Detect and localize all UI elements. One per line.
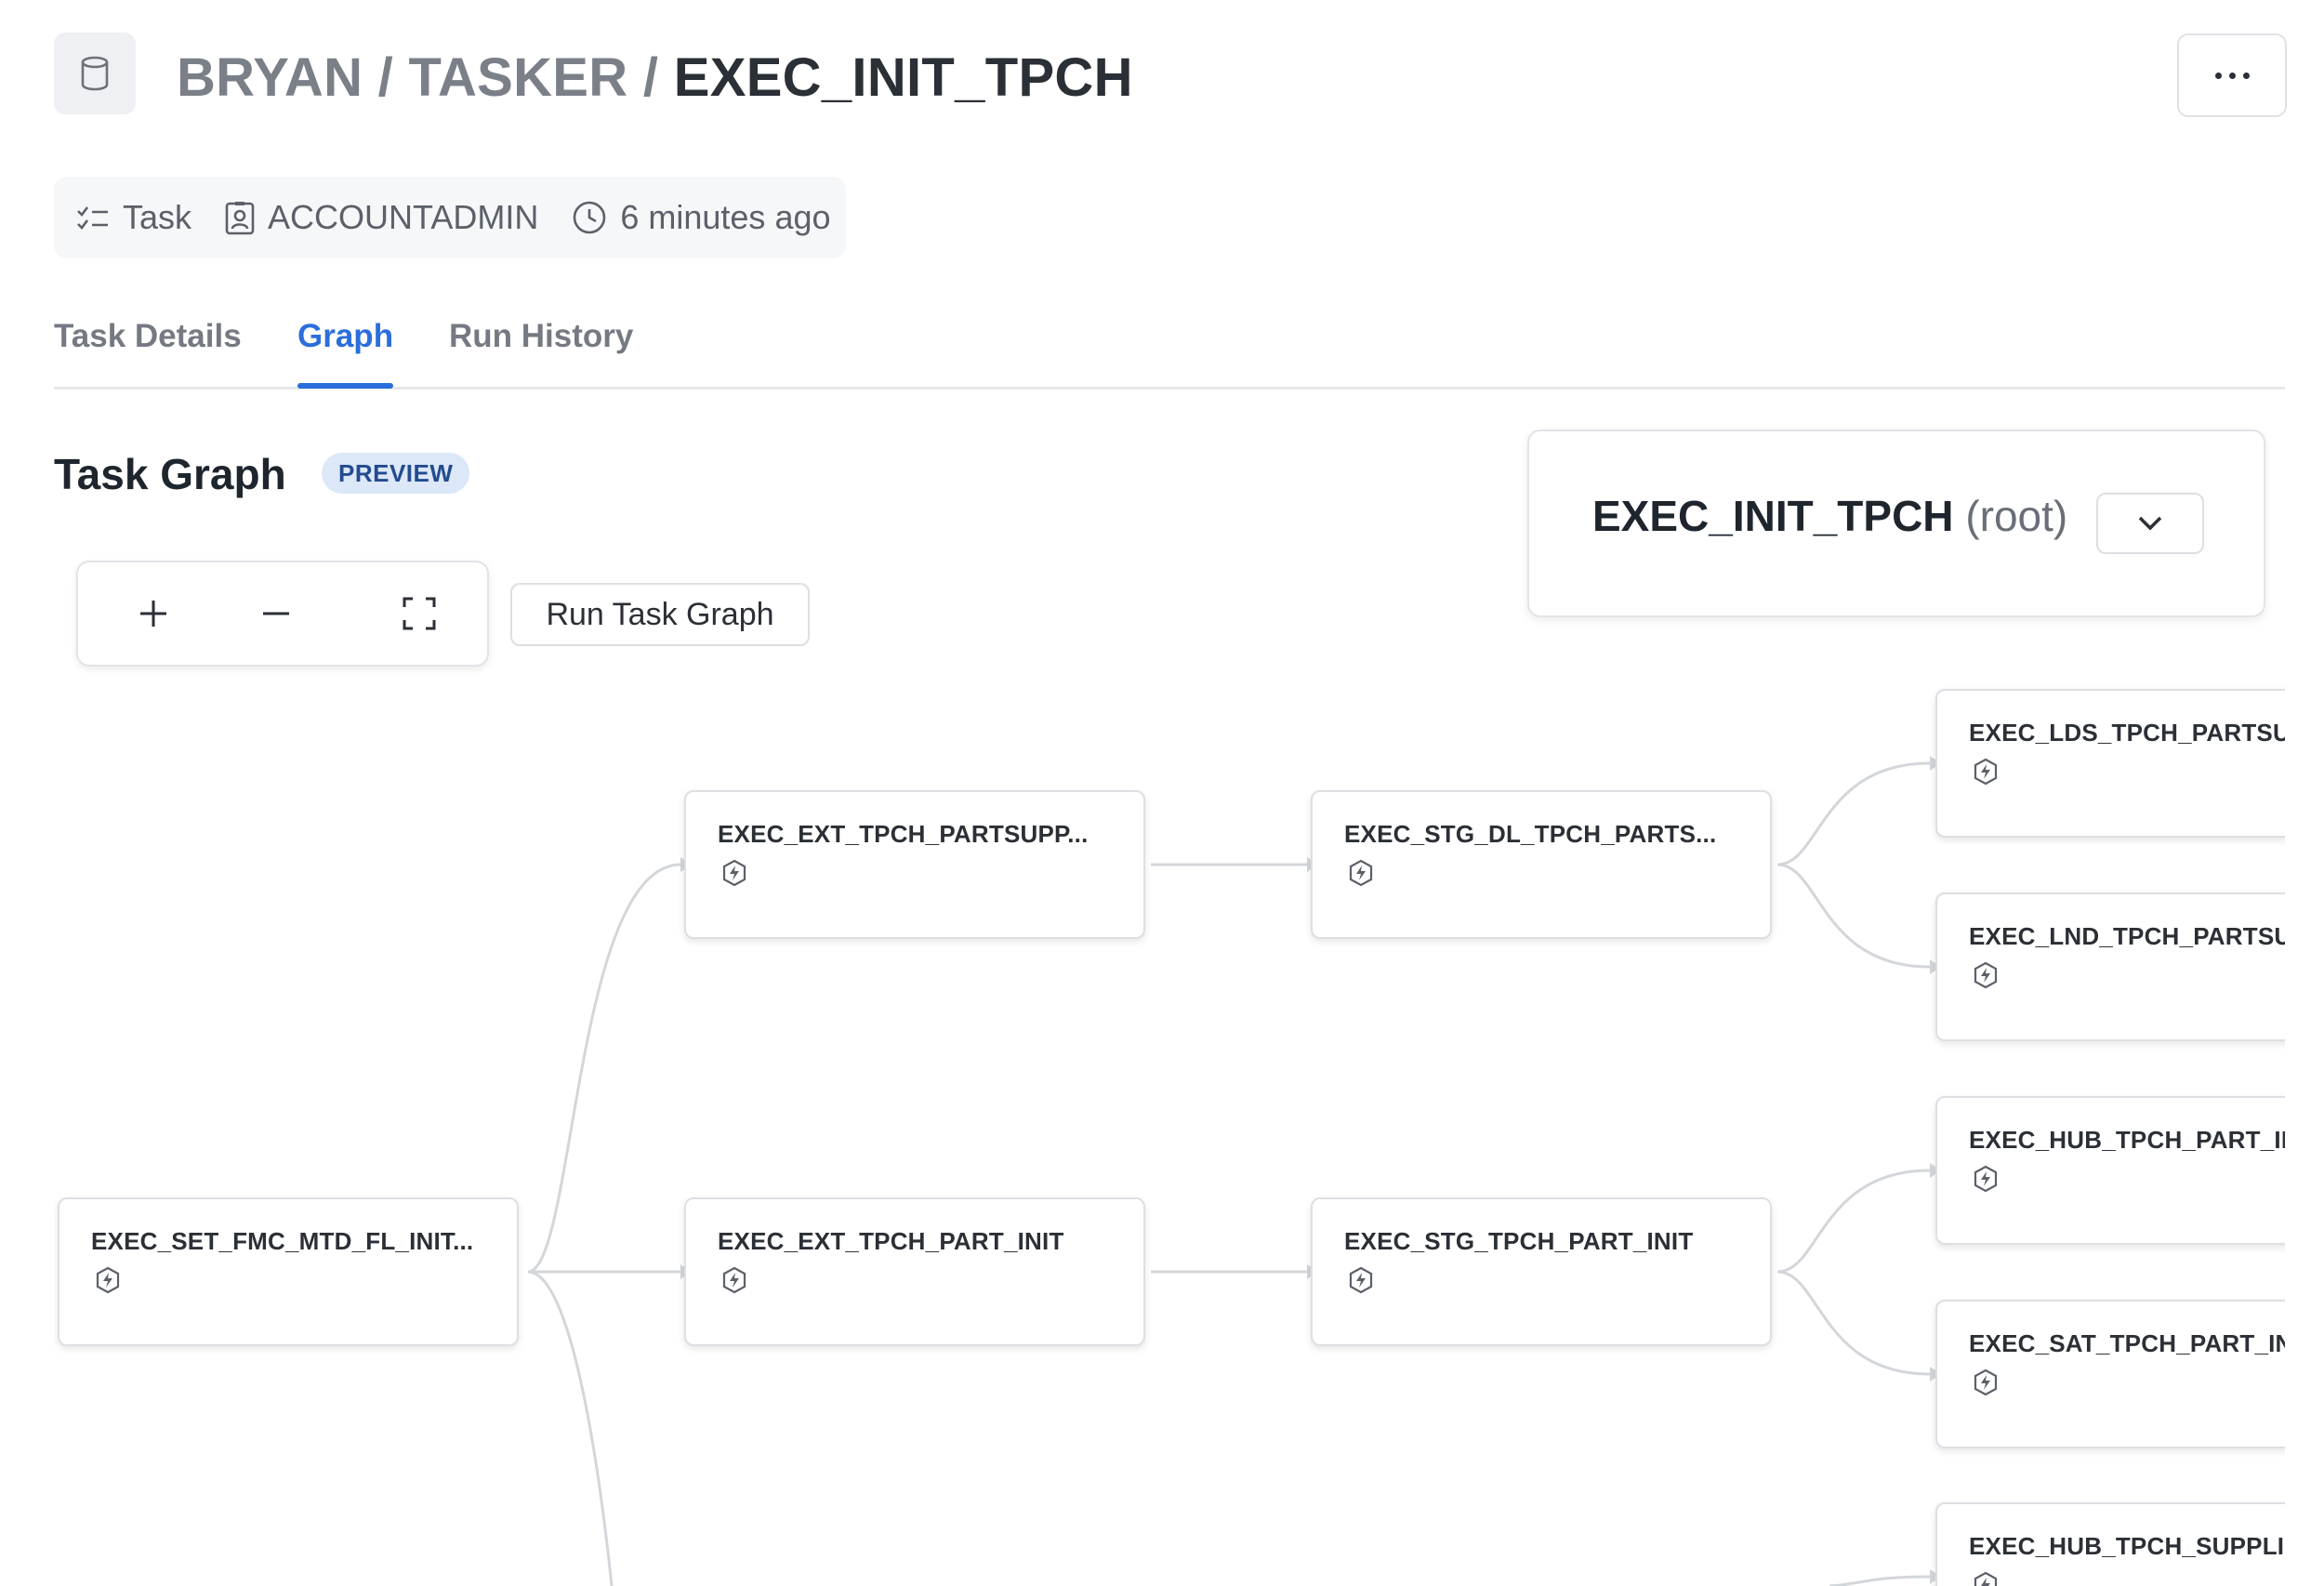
breadcrumb-schema[interactable]: TASKER bbox=[408, 46, 628, 108]
root-task-dropdown-button[interactable] bbox=[2096, 493, 2204, 554]
task-node[interactable]: EXEC_LND_TPCH_PARTSUPP bbox=[1935, 892, 2285, 1041]
meta-modified: 6 minutes ago bbox=[572, 198, 831, 237]
task-node[interactable]: EXEC_LDS_TPCH_PARTSUPP bbox=[1935, 689, 2285, 838]
section-title: Task Graph bbox=[54, 450, 286, 498]
root-suffix: (root) bbox=[1965, 492, 2068, 540]
bolt-hexagon-icon bbox=[1974, 961, 1998, 989]
tab-task-details[interactable]: Task Details bbox=[54, 318, 242, 354]
object-meta-bar: Task ACCOUNTADMIN 6 minutes ago bbox=[54, 177, 846, 258]
bolt-hexagon-icon bbox=[1974, 1571, 1998, 1586]
meta-owner-label: ACCOUNTADMIN bbox=[268, 198, 539, 236]
bolt-hexagon-icon bbox=[1349, 1266, 1373, 1294]
meta-type-label: Task bbox=[123, 198, 192, 236]
bolt-hexagon-icon bbox=[1974, 1165, 1998, 1193]
bolt-hexagon-icon bbox=[722, 859, 746, 887]
task-node[interactable]: EXEC_EXT_TPCH_PART_INIT bbox=[684, 1197, 1145, 1346]
tab-run-history[interactable]: Run History bbox=[449, 318, 634, 354]
more-dots-icon bbox=[2214, 72, 2222, 79]
task-node-label: EXEC_LND_TPCH_PARTSUPP bbox=[1969, 922, 2285, 950]
task-node-label: EXEC_STG_TPCH_PART_INIT bbox=[1344, 1227, 1694, 1255]
meta-modified-label: 6 minutes ago bbox=[620, 198, 831, 236]
bolt-hexagon-icon bbox=[1974, 1368, 1998, 1396]
bolt-hexagon-icon bbox=[96, 1266, 120, 1294]
root-task-label: EXEC_INIT_TPCH bbox=[1592, 492, 1954, 540]
bolt-hexagon-icon bbox=[1349, 859, 1373, 887]
task-graph-canvas[interactable]: EXEC_SET_FMC_MTD_FL_INIT... EXEC_EXT_TPC… bbox=[54, 679, 2285, 1586]
clock-icon bbox=[574, 201, 606, 234]
run-task-graph-button[interactable]: Run Task Graph bbox=[510, 583, 810, 646]
more-dots-icon bbox=[2242, 72, 2250, 79]
task-node[interactable]: EXEC_EXT_TPCH_PARTSUPP... bbox=[684, 790, 1145, 939]
task-node-label: EXEC_STG_DL_TPCH_PARTS... bbox=[1344, 820, 1717, 848]
root-task-selector: EXEC_INIT_TPCH (root) bbox=[1527, 430, 2265, 617]
more-options-button[interactable] bbox=[2177, 33, 2287, 117]
task-node[interactable]: EXEC_STG_DL_TPCH_PARTS... bbox=[1311, 790, 1772, 939]
breadcrumb-separator: / bbox=[363, 46, 409, 108]
breadcrumb-database[interactable]: BRYAN bbox=[177, 46, 363, 108]
task-list-icon bbox=[77, 206, 108, 230]
database-icon bbox=[81, 56, 109, 91]
zoom-controls bbox=[76, 561, 489, 667]
task-node[interactable]: EXEC_SET_FMC_MTD_FL_INIT... bbox=[58, 1197, 519, 1346]
task-node-label: EXEC_EXT_TPCH_PART_INIT bbox=[718, 1227, 1064, 1255]
preview-badge: PREVIEW bbox=[322, 453, 470, 494]
bolt-hexagon-icon bbox=[722, 1266, 746, 1294]
bolt-hexagon-icon bbox=[1974, 758, 1998, 786]
task-node-label: EXEC_SET_FMC_MTD_FL_INIT... bbox=[91, 1227, 474, 1255]
fullscreen-icon bbox=[403, 597, 436, 630]
zoom-in-button[interactable] bbox=[128, 588, 178, 639]
chevron-down-icon bbox=[2138, 516, 2162, 531]
minus-icon bbox=[263, 612, 289, 615]
task-node-label: EXEC_LDS_TPCH_PARTSUPP bbox=[1969, 719, 2285, 747]
plus-icon bbox=[140, 601, 166, 627]
task-node[interactable]: EXEC_HUB_TPCH_PART_INIT bbox=[1935, 1096, 2285, 1245]
root-task-name: EXEC_INIT_TPCH (root) bbox=[1592, 491, 2067, 541]
task-node[interactable]: EXEC_HUB_TPCH_SUPPLIER bbox=[1935, 1502, 2285, 1586]
page-title: EXEC_INIT_TPCH bbox=[673, 46, 1133, 108]
task-node-label: EXEC_HUB_TPCH_PART_INIT bbox=[1969, 1126, 2285, 1154]
task-node[interactable]: EXEC_SAT_TPCH_PART_INIT bbox=[1935, 1300, 2285, 1448]
task-node-label: EXEC_EXT_TPCH_PARTSUPP... bbox=[718, 820, 1089, 848]
database-icon-tile bbox=[54, 33, 136, 114]
meta-owner: ACCOUNTADMIN bbox=[225, 198, 538, 237]
task-node[interactable]: EXEC_STG_TPCH_PART_INIT bbox=[1311, 1197, 1772, 1346]
breadcrumb: BRYAN / TASKER / EXEC_INIT_TPCH bbox=[177, 35, 1133, 119]
tab-graph[interactable]: Graph bbox=[297, 318, 394, 389]
tab-bar: Task Details Graph Run History bbox=[54, 307, 2285, 390]
zoom-out-button[interactable] bbox=[251, 588, 301, 639]
fit-view-button[interactable] bbox=[394, 588, 444, 639]
more-dots-icon bbox=[2228, 72, 2236, 79]
task-node-label: EXEC_SAT_TPCH_PART_INIT bbox=[1969, 1329, 2285, 1357]
task-node-label: EXEC_HUB_TPCH_SUPPLIER bbox=[1969, 1532, 2285, 1560]
user-badge-icon bbox=[225, 202, 255, 235]
breadcrumb-separator: / bbox=[627, 46, 674, 108]
meta-type: Task bbox=[76, 198, 191, 237]
